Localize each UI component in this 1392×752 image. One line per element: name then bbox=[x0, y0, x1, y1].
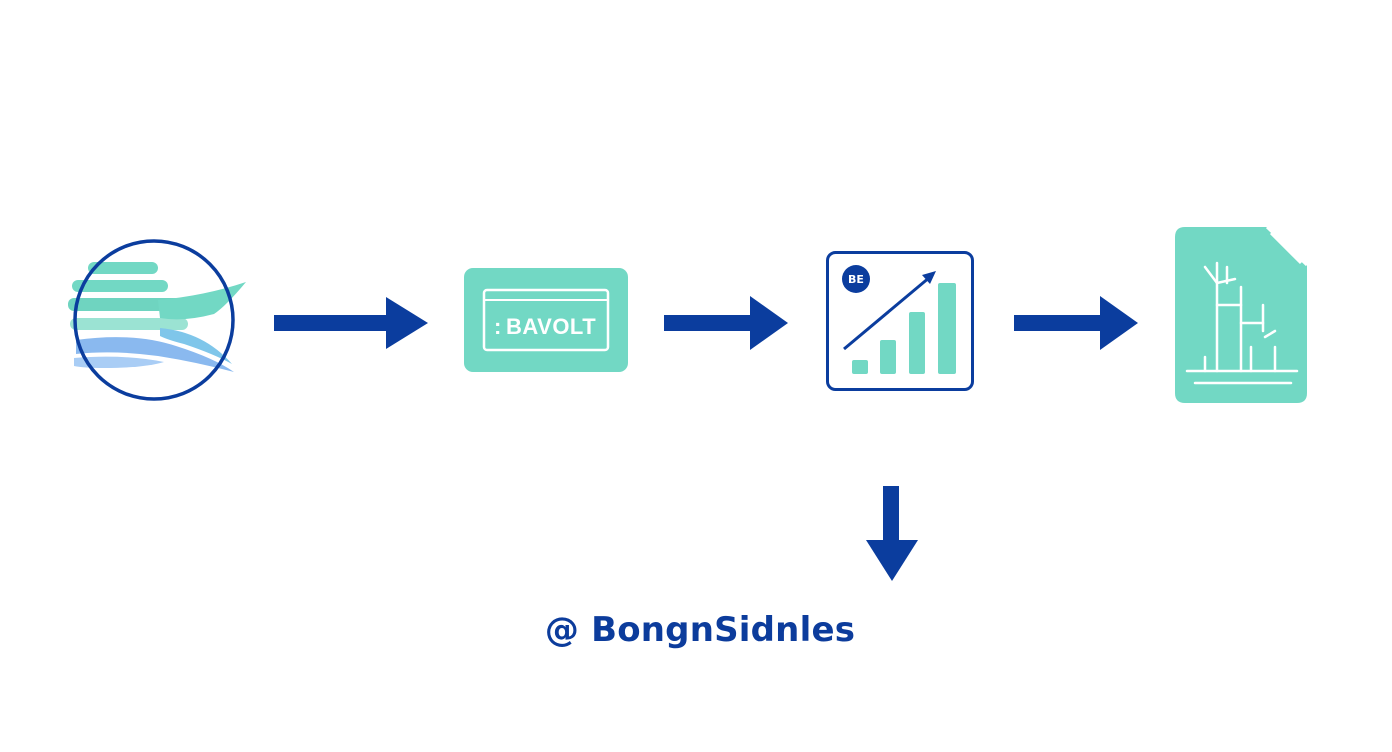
arrow-right-1 bbox=[274, 297, 430, 351]
chart-badge: BE bbox=[848, 273, 864, 286]
arrow-down bbox=[866, 486, 918, 582]
footer-label: @ BongnSidnles bbox=[544, 610, 856, 650]
chart-node: BE bbox=[826, 251, 974, 391]
card-text: BAVOLT bbox=[506, 314, 596, 339]
tree-document-icon bbox=[1175, 225, 1309, 403]
globe-node bbox=[64, 236, 254, 404]
arrow-right-icon bbox=[274, 297, 428, 349]
arrow-down-icon bbox=[866, 486, 918, 581]
card-prefix: : bbox=[494, 314, 502, 339]
growth-chart-icon: BE bbox=[826, 251, 974, 391]
arrow-right-2 bbox=[664, 296, 790, 350]
arrow-right-icon bbox=[664, 296, 788, 350]
arrow-right-3 bbox=[1014, 296, 1140, 350]
badge-icon bbox=[842, 265, 870, 293]
arrow-right-icon bbox=[1014, 296, 1138, 350]
document-node bbox=[1175, 225, 1309, 403]
globe-wind-icon bbox=[68, 239, 246, 401]
card-icon: : BAVOLT bbox=[464, 268, 628, 372]
card-node: : BAVOLT bbox=[464, 268, 628, 372]
